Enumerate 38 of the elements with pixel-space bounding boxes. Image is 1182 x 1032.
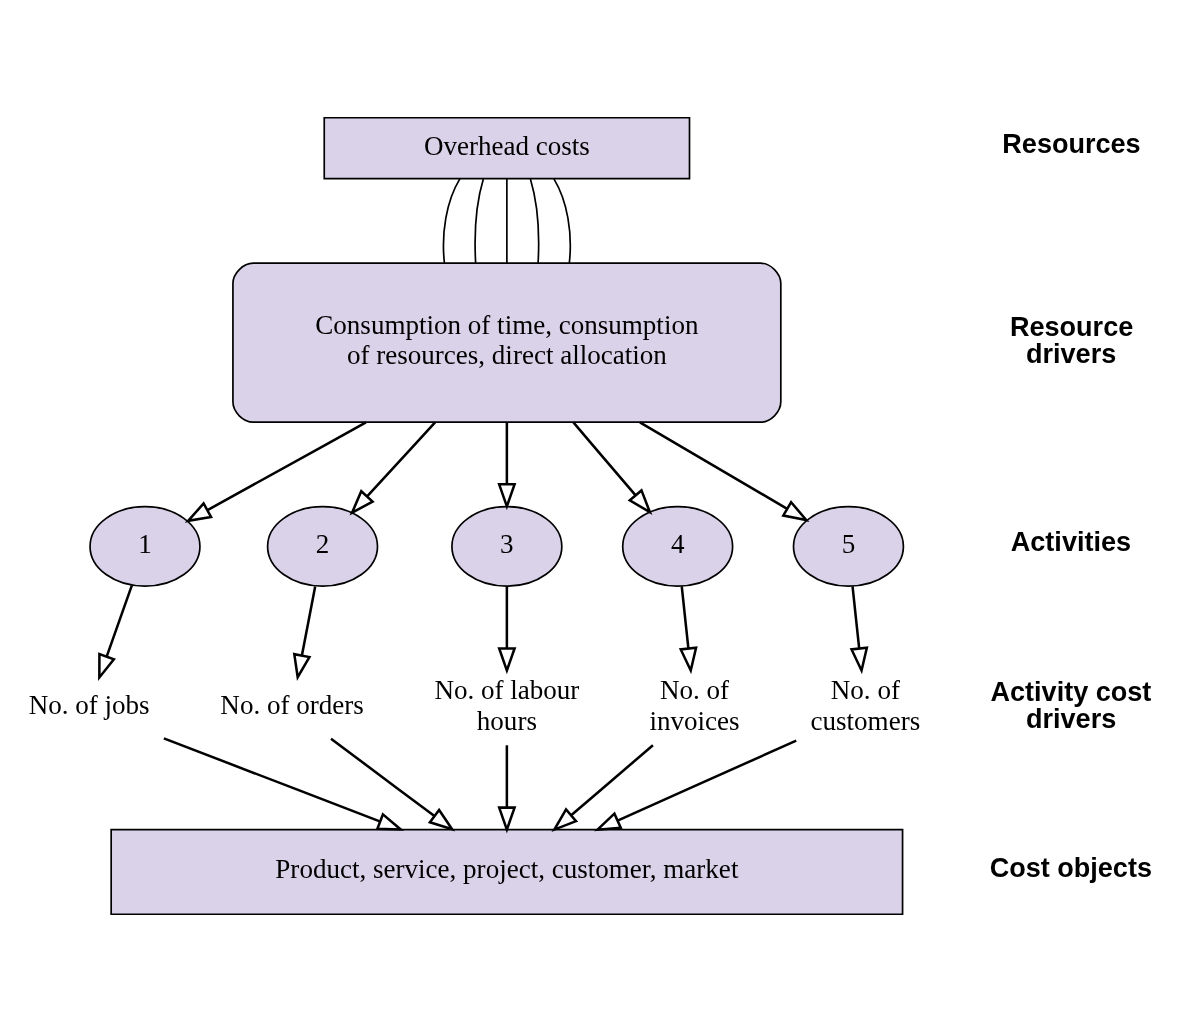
node-ellipse: 1 bbox=[89, 505, 201, 588]
label: Cost objects bbox=[989, 852, 1152, 883]
arrow bbox=[497, 586, 517, 675]
connector bbox=[474, 178, 485, 264]
arrow bbox=[572, 421, 653, 516]
node-box: Overhead costs bbox=[323, 116, 691, 180]
label: Activities bbox=[1010, 527, 1132, 558]
arrow bbox=[678, 586, 698, 675]
arrow bbox=[497, 745, 517, 834]
node-ellipse: 5 bbox=[792, 505, 905, 588]
node-text: No. of orders bbox=[220, 690, 364, 721]
node-ellipse: 3 bbox=[451, 505, 563, 588]
arrow bbox=[497, 422, 517, 511]
label: Resource drivers bbox=[1009, 311, 1134, 369]
arrow bbox=[292, 586, 317, 681]
connector bbox=[442, 178, 461, 264]
node-text: No. of invoices bbox=[649, 675, 740, 736]
node-box: Product, service, project, customer, market bbox=[110, 828, 904, 916]
arrow bbox=[551, 744, 654, 833]
arrow bbox=[349, 421, 437, 516]
arrow bbox=[639, 421, 810, 522]
arrow bbox=[98, 585, 133, 682]
arrow bbox=[184, 421, 367, 523]
node-ellipse: 2 bbox=[266, 505, 379, 588]
arrow bbox=[330, 737, 456, 832]
connector bbox=[529, 178, 540, 264]
node-text: No. of customers bbox=[810, 675, 921, 736]
label: Resources bbox=[1002, 128, 1141, 159]
node-ellipse: 4 bbox=[621, 505, 734, 588]
connector bbox=[506, 178, 508, 264]
arrow bbox=[849, 586, 869, 675]
label: Activity cost drivers bbox=[990, 676, 1152, 734]
node-box: Consumption of time, consumption of resources, direct allocation bbox=[232, 262, 782, 423]
node-text: No. of jobs bbox=[28, 690, 150, 721]
arrow bbox=[594, 739, 797, 832]
arrow bbox=[163, 737, 405, 831]
connector bbox=[553, 178, 572, 264]
node-text: No. of labour hours bbox=[434, 675, 580, 736]
